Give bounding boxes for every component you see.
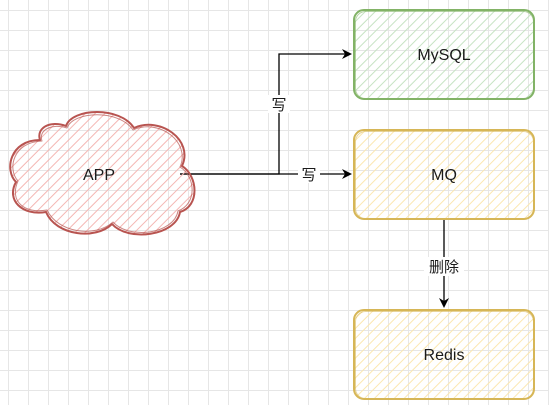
node-redis[interactable]: Redis [353,309,535,400]
edge-label-app-to-mq: 写 [298,165,320,184]
node-mysql[interactable]: MySQL [353,9,535,100]
edge-label-app-to-mysql-text: 写 [271,97,286,114]
edge-label-mq-to-redis-text: 删除 [429,259,459,276]
edge-label-mq-to-redis: 删除 [424,257,464,276]
edge-label-app-to-mq-text: 写 [301,167,316,184]
node-mysql-label: MySQL [417,47,470,64]
node-app-label: APP [83,167,115,184]
node-mq-label: MQ [431,167,457,184]
node-redis-label: Redis [424,347,465,364]
edge-app-to-mysql[interactable] [180,49,352,175]
node-app[interactable]: APP [9,111,196,236]
node-mq[interactable]: MQ [353,129,535,220]
edge-label-app-to-mysql: 写 [268,95,290,114]
